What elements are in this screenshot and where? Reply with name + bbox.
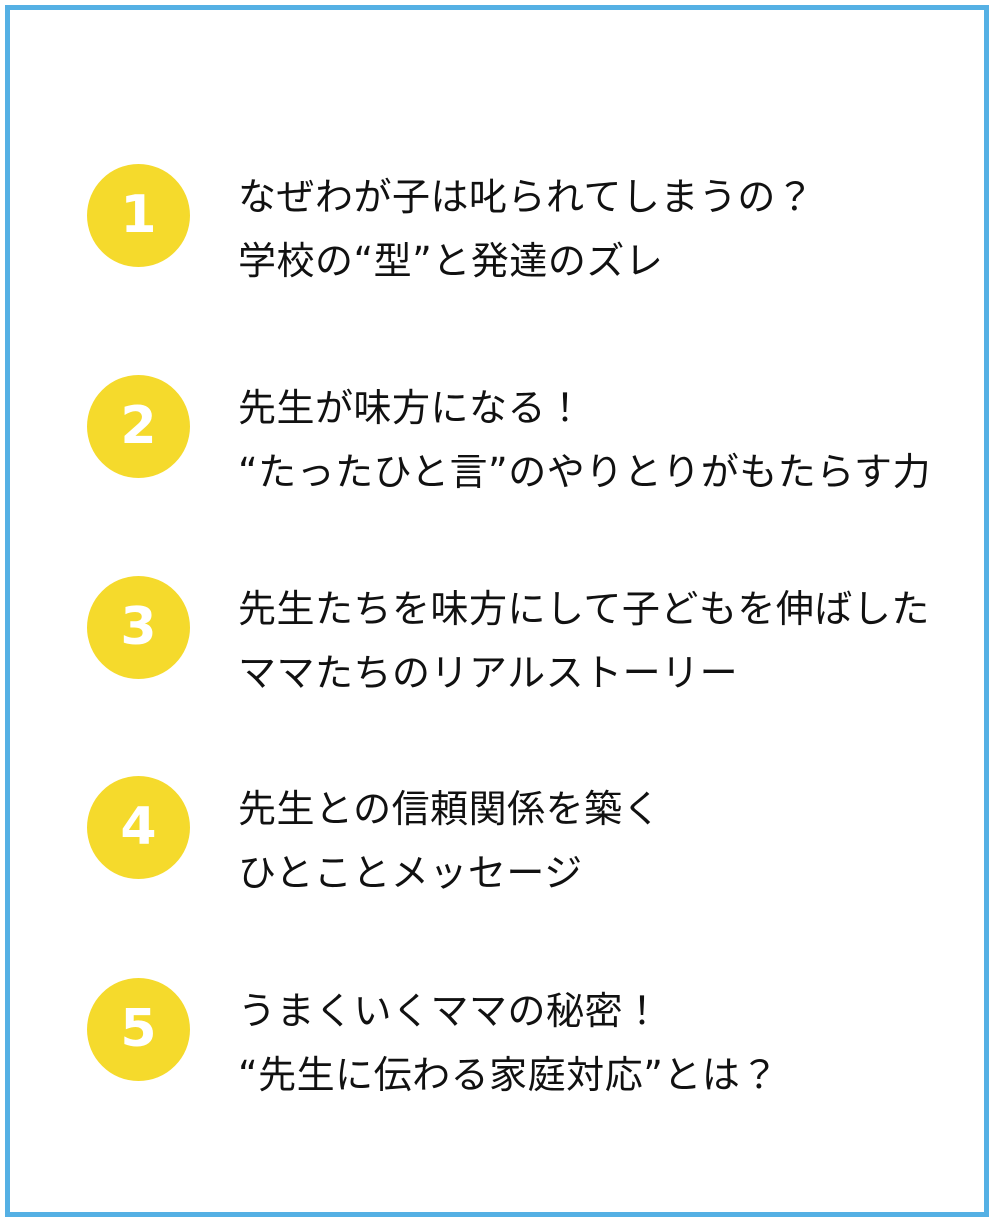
item-text-block: 先生が味方になる！ “たったひと言”のやりとりがもたらす力: [238, 373, 947, 503]
item-line-2: ママたちのリアルストーリー: [238, 651, 739, 695]
item-line-1: 先生との信頼関係を築く: [238, 787, 662, 831]
number-badge-4: 4: [87, 776, 190, 879]
item-text-block: 先生たちを味方にして子どもを伸ばした ママたちのリアルストーリー: [238, 574, 947, 704]
number-badge-3: 3: [87, 576, 190, 679]
item-line-2: 学校の“型”と発達のズレ: [238, 239, 664, 283]
badge-number-label: 1: [120, 184, 157, 245]
list-item: 3 先生たちを味方にして子どもを伸ばした ママたちのリアルストーリー: [87, 574, 947, 695]
list-item: 5 うまくいくママの秘密！ “先生に伝わる家庭対応”とは？: [87, 976, 947, 1097]
list-item: 2 先生が味方になる！ “たったひと言”のやりとりがもたらす力: [87, 373, 947, 494]
item-line-2: “先生に伝わる家庭対応”とは？: [238, 1053, 779, 1097]
number-badge-5: 5: [87, 978, 190, 1081]
list-item: 1 なぜわが子は叱られてしまうの？ 学校の“型”と発達のズレ: [87, 162, 947, 283]
badge-number-label: 2: [120, 395, 157, 456]
badge-number-label: 5: [120, 998, 157, 1059]
item-line-1: うまくいくママの秘密！: [238, 989, 662, 1033]
number-badge-2: 2: [87, 375, 190, 478]
list-item: 4 先生との信頼関係を築く ひとことメッセージ: [87, 774, 947, 895]
item-line-2: ひとことメッセージ: [238, 851, 583, 895]
item-text-block: 先生との信頼関係を築く ひとことメッセージ: [238, 774, 947, 904]
badge-number-label: 3: [120, 596, 157, 657]
item-line-1: なぜわが子は叱られてしまうの？: [238, 175, 815, 219]
item-line-1: 先生が味方になる！: [238, 386, 585, 430]
item-line-2: “たったひと言”のやりとりがもたらす力: [238, 450, 931, 494]
badge-number-label: 4: [120, 796, 157, 857]
item-text-block: うまくいくママの秘密！ “先生に伝わる家庭対応”とは？: [238, 976, 947, 1106]
number-badge-1: 1: [87, 164, 190, 267]
item-text-block: なぜわが子は叱られてしまうの？ 学校の“型”と発達のズレ: [238, 162, 947, 292]
item-line-1: 先生たちを味方にして子どもを伸ばした: [238, 587, 930, 631]
